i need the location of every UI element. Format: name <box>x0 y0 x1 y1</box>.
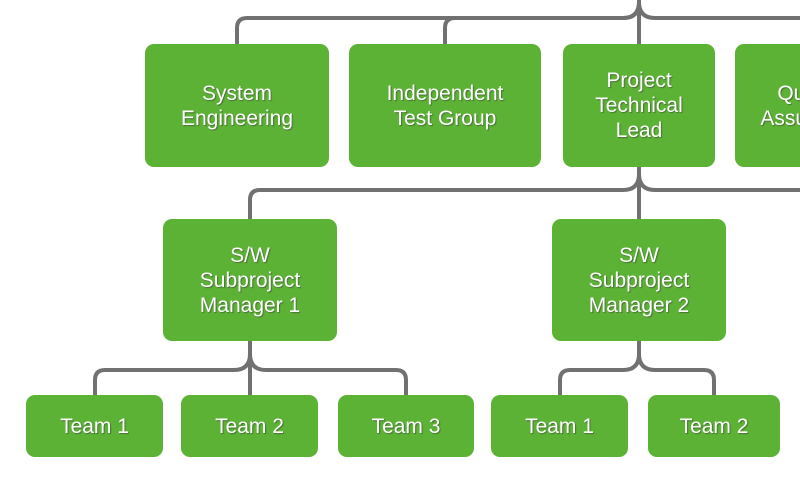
connector-project-technical-lead-to-managers-drop-0 <box>248 167 641 219</box>
org-node-label-project-technical-lead: Project Technical Lead <box>595 69 683 142</box>
org-node-sw-subproject-manager-1[interactable]: S/W Subproject Manager 1 <box>163 219 337 341</box>
org-node-label-team-2-group-1: Team 2 <box>215 414 284 438</box>
org-node-label-sw-subproject-manager-1: S/W Subproject Manager 1 <box>199 243 301 317</box>
org-node-label-independent-test-group: Independent Test Group <box>386 81 504 130</box>
org-node-label-team-2-group-2: Team 2 <box>679 414 749 438</box>
connector-offscreen-root-to-row1-drop-1 <box>443 0 641 44</box>
connector-manager-1-to-teams-drop-2 <box>248 341 408 395</box>
org-node-team-1-group-1[interactable]: Team 1 <box>26 395 163 457</box>
connector-manager-2-to-teams-drop-1 <box>637 341 716 395</box>
org-node-team-2-group-2[interactable]: Team 2 <box>648 395 780 457</box>
org-node-label-team-1-group-1: Team 1 <box>60 414 129 438</box>
connector-project-technical-lead-to-managers-drop-2 <box>637 167 800 192</box>
connector-manager-1-to-teams-drop-0 <box>93 341 252 395</box>
connector-offscreen-root-to-row1-drop-3 <box>637 0 800 21</box>
org-node-system-engineering[interactable]: System Engineering <box>145 44 329 167</box>
org-node-independent-test-group[interactable]: Independent Test Group <box>349 44 541 167</box>
org-node-label-team-3-group-1: Team 3 <box>371 414 441 438</box>
org-node-label-quality-assurance: Quality Assurance <box>760 81 800 130</box>
connector-manager-2-to-teams-drop-0 <box>558 341 641 395</box>
org-node-project-technical-lead[interactable]: Project Technical Lead <box>563 44 715 167</box>
connector-offscreen-root-to-row1-drop-0 <box>235 0 641 44</box>
org-node-quality-assurance[interactable]: Quality Assurance <box>735 44 800 167</box>
org-node-team-1-group-2[interactable]: Team 1 <box>491 395 628 457</box>
org-node-team-3-group-1[interactable]: Team 3 <box>338 395 474 457</box>
org-node-sw-subproject-manager-2[interactable]: S/W Subproject Manager 2 <box>552 219 726 341</box>
org-node-team-2-group-1[interactable]: Team 2 <box>181 395 318 457</box>
org-node-label-sw-subproject-manager-2: S/W Subproject Manager 2 <box>588 243 690 317</box>
org-node-label-team-1-group-2: Team 1 <box>525 414 594 438</box>
org-node-label-system-engineering: System Engineering <box>180 81 294 130</box>
